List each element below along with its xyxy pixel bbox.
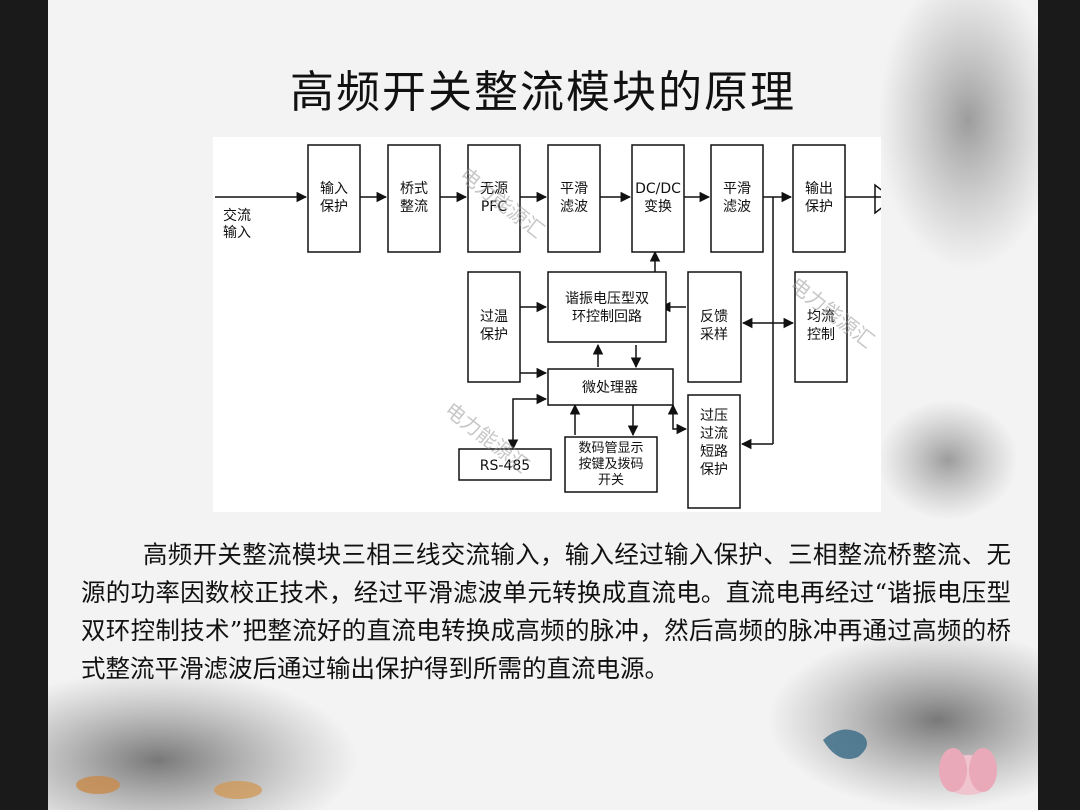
label-smoothing-filter-2: 平滑滤波 — [723, 180, 751, 215]
lotus-leaf-bottom-left — [48, 670, 358, 810]
box-output-protection — [792, 144, 846, 253]
label-over-temp-protection: 过温保护 — [480, 309, 508, 343]
label-input: 交流输入 — [223, 207, 251, 241]
description-text: 高频开关整流模块三相三线交流输入，输入经过输入保护、三相整流桥整流、无源的功率因… — [81, 540, 1011, 683]
box-over-temp-protection — [467, 271, 521, 383]
label-smoothing-filter-1: 平滑滤波 — [560, 180, 588, 215]
box-smoothing-filter-1 — [547, 144, 601, 253]
lotus-flower — [939, 748, 997, 795]
label-overvoltage-protection: 过压过流短路保护 — [700, 408, 728, 478]
label-microprocessor: 微处理器 — [582, 380, 638, 396]
ink-splash-top-right — [878, 0, 1038, 270]
box-input-protection — [307, 144, 361, 253]
label-feedback-sampling: 反馈采样 — [700, 309, 728, 343]
micro-rs485-link — [507, 393, 548, 451]
box-display-keys — [564, 436, 658, 493]
micro-protection-link — [667, 403, 688, 435]
label-input-protection: 输入保护 — [320, 181, 348, 215]
box-dcdc-converter — [631, 144, 685, 253]
label-current-sharing: 均流控制 — [807, 309, 835, 343]
box-passive-pfc — [467, 144, 521, 253]
ink-wash-background — [48, 0, 1038, 810]
label-resonant-control: 谐振电压型双环控制回路 — [565, 291, 649, 325]
slide-title: 高频开关整流模块的原理 — [290, 67, 796, 118]
slide: 高频开关整流模块的原理 — [48, 0, 1038, 810]
label-rs485: RS-485 — [480, 458, 530, 474]
output-diode — [874, 183, 881, 215]
label-output-protection: 输出保护 — [805, 181, 833, 215]
kingfisher-bird — [823, 729, 867, 759]
box-current-sharing — [794, 271, 848, 383]
label-display-keys: 数码管显示按键及拨码开关 — [578, 441, 643, 488]
box-overvoltage-protection — [687, 394, 741, 509]
box-resonant-control — [547, 271, 667, 343]
box-rs485 — [458, 448, 552, 481]
box-feedback-sampling — [687, 271, 742, 383]
label-bridge-rectifier: 桥式整流 — [400, 181, 428, 215]
box-smoothing-filter-2 — [710, 144, 764, 253]
box-bridge-rectifier — [387, 144, 441, 253]
box-microprocessor — [547, 368, 674, 406]
koi-fish — [76, 776, 262, 799]
ink-splash-right — [878, 400, 1018, 520]
